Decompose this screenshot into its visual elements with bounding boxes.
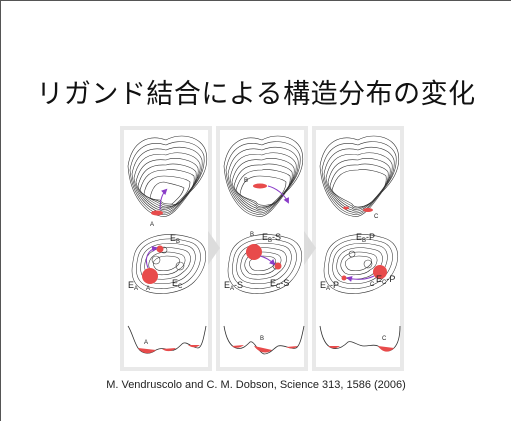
profile-label-3: C xyxy=(382,336,387,342)
profile-label-2: B xyxy=(260,336,264,342)
slide-top-border xyxy=(0,0,511,1)
basin-a-marker xyxy=(151,211,163,216)
slide-title: リガンド結合による構造分布の変化 xyxy=(0,72,512,111)
basin-ea-p-marker xyxy=(342,276,347,281)
map-label-a-1: A xyxy=(146,286,150,292)
basin-eb-s-marker xyxy=(246,244,262,260)
surface-label-2: B xyxy=(244,178,248,184)
map-label-b-2: B xyxy=(250,232,254,238)
surface-label-1: A xyxy=(150,222,154,228)
basin-ec-s-marker xyxy=(275,263,282,270)
slide-left-border xyxy=(0,0,1,421)
basin-ea-marker xyxy=(142,268,158,284)
basin-b-marker xyxy=(253,184,267,189)
energy-landscape-svg: A EB EA A EC xyxy=(120,126,404,371)
basin-c-marker xyxy=(363,208,373,212)
energy-landscape-figure: A EB EA A EC xyxy=(120,126,404,371)
profile-label-1: A xyxy=(144,340,148,346)
map-label-c-3: C xyxy=(370,282,375,288)
basin-eb-marker xyxy=(157,246,164,253)
citation: M. Vendruscolo and C. M. Dobson, Science… xyxy=(0,379,512,391)
surface-label-3: C xyxy=(374,214,379,220)
